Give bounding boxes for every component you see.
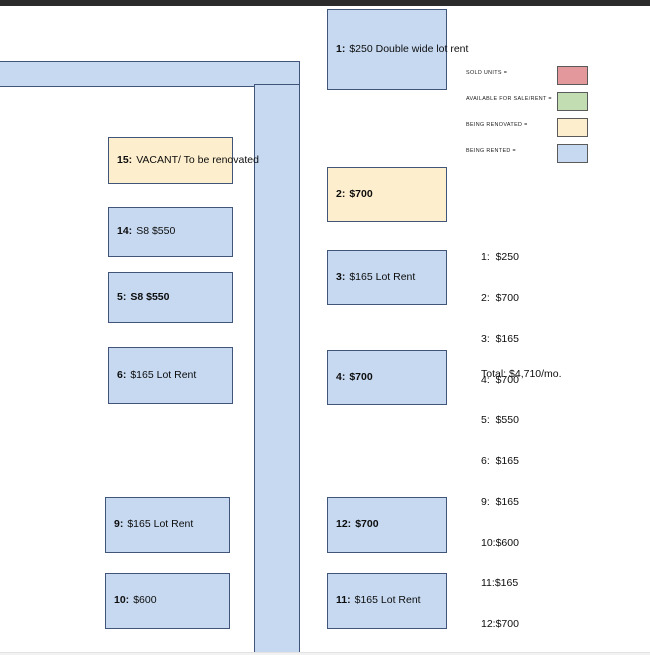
lot-number: 2: xyxy=(336,187,346,200)
lot-description: $165 Lot Rent xyxy=(127,518,194,531)
lot-box-15[interactable]: 15: VACANT/ To be renovated xyxy=(108,137,259,184)
lot-description: $165 Lot Rent xyxy=(130,368,197,381)
price-row: 9: $165 xyxy=(481,495,519,508)
lot-number: 10: xyxy=(114,594,130,607)
lot-box-11[interactable]: 11: $165 Lot Rent xyxy=(327,573,447,629)
legend: SOLD UNITS = AVAILABLE FOR SALE/RENT = B… xyxy=(466,66,636,170)
lot-box-1[interactable]: 1: $250 Double wide lot rent xyxy=(327,9,468,90)
legend-swatch-renovated xyxy=(557,118,588,137)
lot-number: 4: xyxy=(336,370,346,383)
lot-description: S8 $550 xyxy=(130,290,170,303)
price-row: 12:$700 xyxy=(481,618,519,631)
lot-description: $700 xyxy=(349,370,373,383)
price-row: 2: $700 xyxy=(481,291,519,304)
lot-number: 11: xyxy=(336,594,351,607)
window-bottom-edge xyxy=(0,652,650,655)
lot-box-14[interactable]: 14: S8 $550 xyxy=(108,207,233,257)
lot-description: $600 xyxy=(133,594,157,607)
lot-number: 1: xyxy=(336,42,346,55)
lot-number: 3: xyxy=(336,270,346,283)
price-row: 11:$165 xyxy=(481,577,519,590)
price-row: 5: $550 xyxy=(481,414,519,427)
lot-number: 15: xyxy=(117,153,133,166)
legend-row-renovated: BEING RENOVATED = xyxy=(466,118,636,144)
lot-description: VACANT/ To be renovated xyxy=(136,153,259,166)
lot-description: $165 Lot Rent xyxy=(354,594,421,607)
price-row: 4: $700 xyxy=(481,373,519,386)
legend-row-sold: SOLD UNITS = xyxy=(466,66,636,92)
lot-number: 12: xyxy=(336,518,352,531)
lot-box-12[interactable]: 12: $700 xyxy=(327,497,447,553)
lot-box-10[interactable]: 10: $600 xyxy=(105,573,230,629)
lot-box-4[interactable]: 4: $700 xyxy=(327,350,447,405)
price-row: 10:$600 xyxy=(481,536,519,549)
lot-description: $250 Double wide lot rent xyxy=(349,42,469,55)
legend-label: SOLD UNITS = xyxy=(466,70,508,76)
road-horizontal xyxy=(0,61,300,87)
lot-description: $165 Lot Rent xyxy=(349,270,416,283)
lot-description: $700 xyxy=(349,187,373,200)
legend-swatch-available xyxy=(557,92,588,111)
legend-label: BEING RENTED = xyxy=(466,148,516,154)
legend-swatch-rented xyxy=(557,144,588,163)
lot-number: 6: xyxy=(117,368,127,381)
legend-swatch-sold xyxy=(557,66,588,85)
lot-number: 14: xyxy=(117,225,133,238)
price-total: Total: $4,710/mo. xyxy=(481,368,562,380)
legend-label: BEING RENOVATED = xyxy=(466,122,528,128)
legend-row-rented: BEING RENTED = xyxy=(466,144,636,170)
lot-description: $700 xyxy=(355,518,379,531)
legend-label: AVAILABLE FOR SALE/RENT = xyxy=(466,96,552,102)
lot-box-5[interactable]: 5: S8 $550 xyxy=(108,272,233,323)
lot-description: S8 $550 xyxy=(136,225,176,238)
window-titlebar xyxy=(0,0,650,6)
legend-row-available: AVAILABLE FOR SALE/RENT = xyxy=(466,92,636,118)
price-row: 3: $165 xyxy=(481,332,519,345)
price-row: 1: $250 xyxy=(481,251,519,264)
lot-number: 5: xyxy=(117,290,127,303)
lot-number: 9: xyxy=(114,518,124,531)
price-list: 1: $250 2: $700 3: $165 4: $700 5: $550 … xyxy=(481,224,519,655)
lot-box-2[interactable]: 2: $700 xyxy=(327,167,447,222)
price-row: 6: $165 xyxy=(481,455,519,468)
lot-box-6[interactable]: 6: $165 Lot Rent xyxy=(108,347,233,404)
road-vertical xyxy=(254,84,300,655)
lot-box-3[interactable]: 3: $165 Lot Rent xyxy=(327,250,447,305)
lot-box-9[interactable]: 9: $165 Lot Rent xyxy=(105,497,230,553)
